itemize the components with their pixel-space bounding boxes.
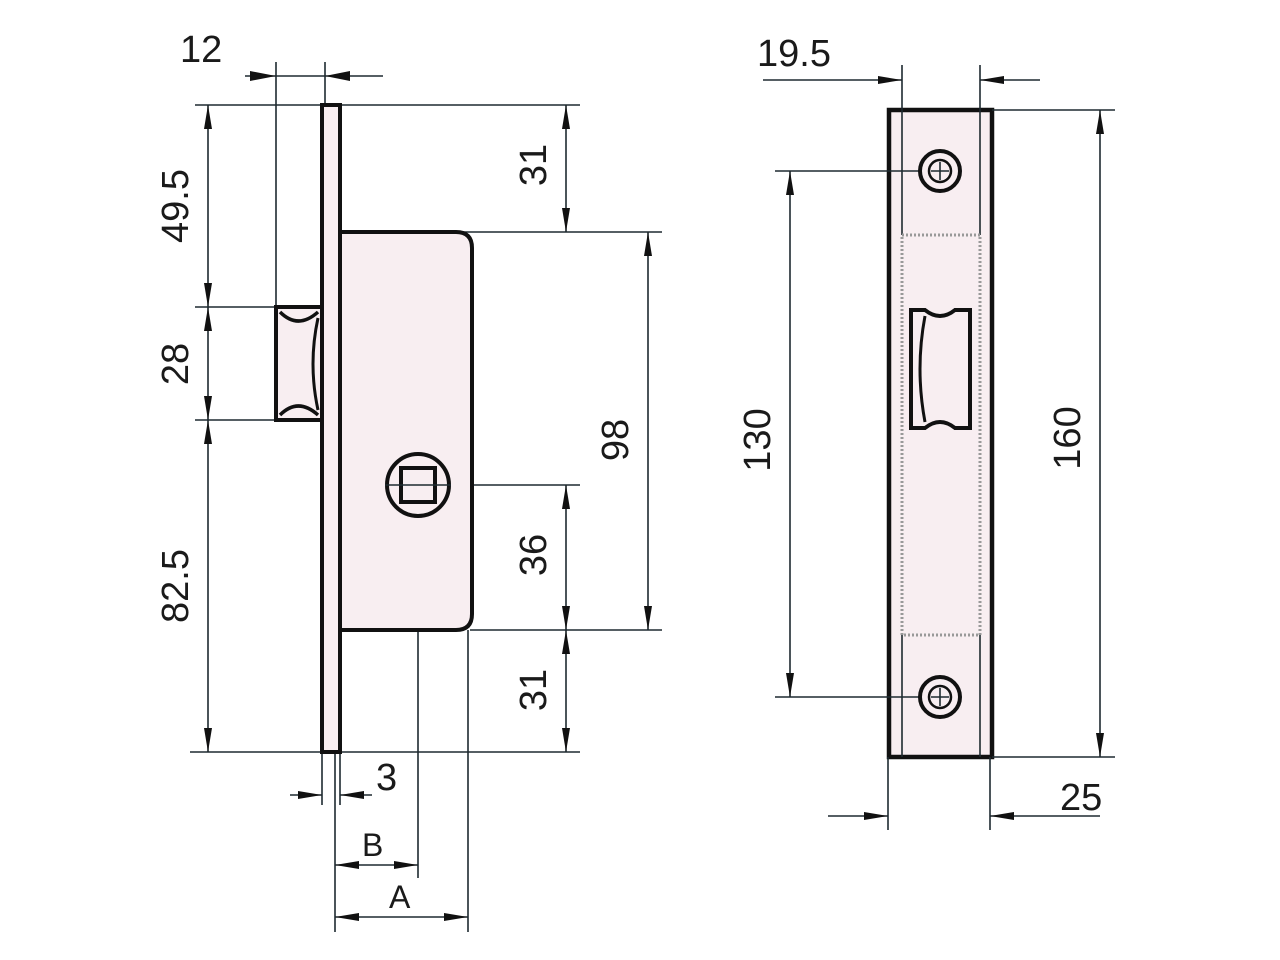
dim-label-160: 160 [1047, 406, 1089, 469]
mortise-recess [900, 233, 982, 637]
dimension-lines [204, 75, 652, 921]
dim-label-19-5: 19.5 [757, 33, 831, 75]
dim-label-82-5: 82.5 [155, 549, 197, 623]
dim-label-12: 12 [180, 29, 222, 71]
screw-hole-top [918, 149, 962, 193]
strike-latch-window [909, 308, 972, 430]
dim-label-36: 36 [513, 534, 555, 576]
spindle-hole [385, 452, 451, 518]
dim-label-98: 98 [595, 419, 637, 461]
strike-plate-view: 19.5 130 160 25 [737, 33, 1115, 830]
latch-bolt [274, 305, 324, 422]
strike-plate [886, 107, 995, 760]
screw-hole-bottom [918, 675, 962, 719]
dim-label-28: 28 [155, 343, 197, 385]
dim-label-31-bottom: 31 [513, 669, 555, 711]
dim-label-130: 130 [737, 408, 779, 471]
dim-label-31-top: 31 [513, 144, 555, 186]
dim-label-49-5: 49.5 [155, 169, 197, 243]
lock-body-view: 12 49.5 28 82.5 31 98 36 31 3 B A [155, 29, 662, 932]
lock-case [338, 230, 474, 632]
dim-label-a: A [389, 879, 411, 915]
dim-label-3: 3 [376, 757, 397, 799]
dim-label-25: 25 [1060, 777, 1102, 819]
extension-lines-right [775, 65, 1115, 830]
dim-label-b: B [362, 827, 383, 863]
arrowheads [250, 71, 350, 81]
dimension-lines-right [763, 76, 1104, 820]
faceplate [320, 103, 342, 754]
